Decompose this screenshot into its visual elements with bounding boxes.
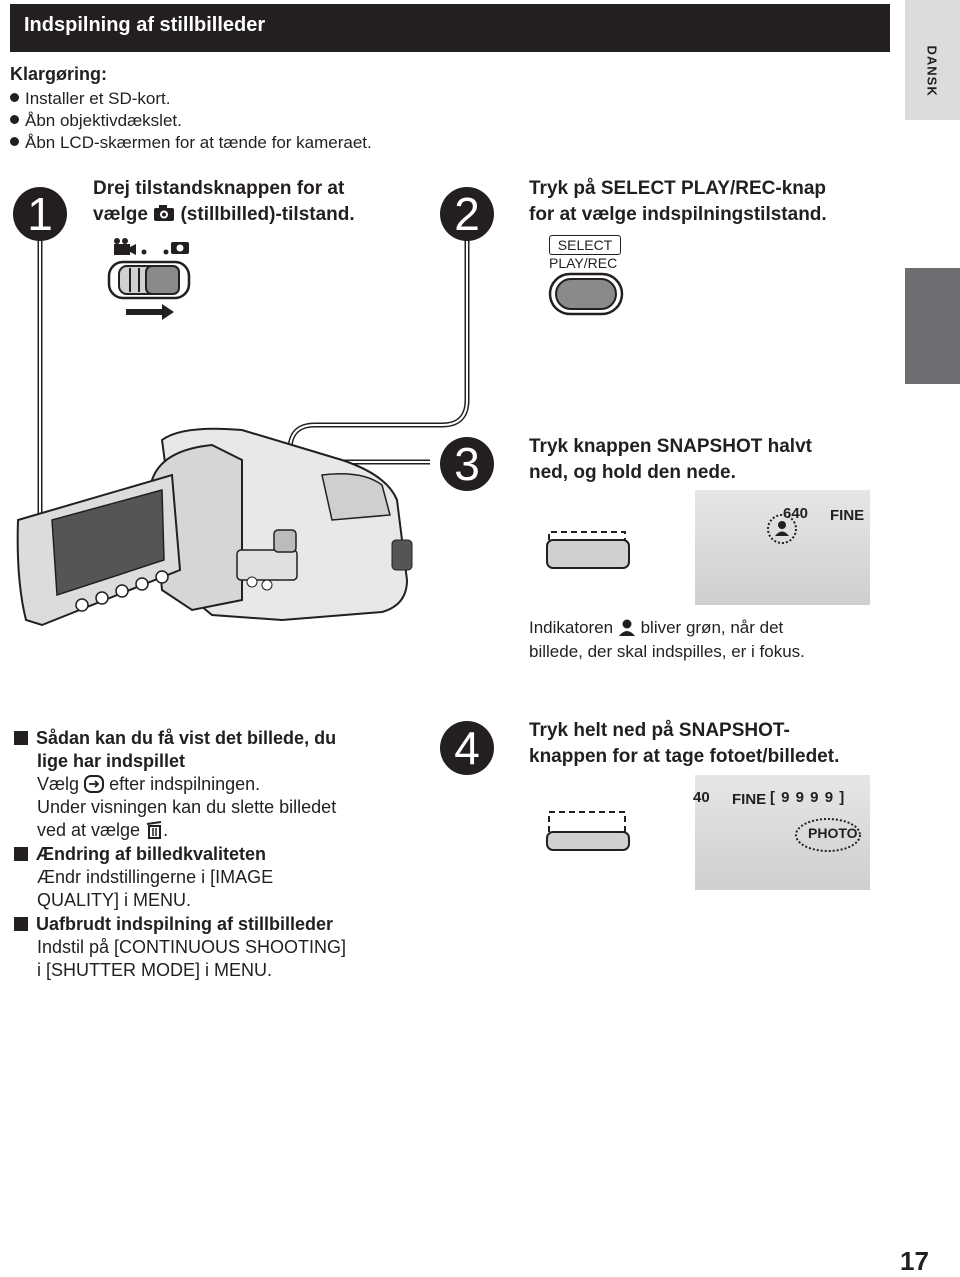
tip-3-heading: Uafbrudt indspilning af stillbilleder [14, 913, 333, 936]
page-title: Indspilning af stillbilleder [24, 14, 266, 36]
step-number: 4 [454, 722, 480, 774]
step-number: 2 [454, 188, 480, 240]
camera-icon [154, 205, 175, 221]
trash-icon [146, 821, 162, 839]
preparation-item: Åbn objektivdækslet. [10, 110, 182, 132]
step-4-text-line2: knappen for at tage fotoet/billedet. [529, 746, 840, 767]
review-icon [84, 775, 105, 793]
tip-1-body-line2: Under visningen kan du slette billedet [37, 797, 337, 817]
page-header [10, 4, 890, 52]
lcd-quality: FINE [830, 507, 865, 524]
tip-2-body-line1: Ændr indstillingerne i [IMAGE [37, 867, 274, 887]
tip-1-body-line3: ved at vælge . [37, 820, 169, 840]
preparation-item: Installer et SD-kort. [10, 88, 171, 110]
lcd-display-step3 [695, 490, 870, 605]
step-2-text-line2: for at vælge indspilningstilstand. [529, 204, 827, 225]
tip-1-heading-line2: lige har indspillet [37, 751, 186, 771]
camera-small-icon [171, 242, 189, 254]
tip-3-body-line1: Indstil på [CONTINUOUS SHOOTING] [37, 937, 347, 957]
tip-2-body-line2: QUALITY] i MENU. [37, 890, 192, 910]
snapshot-full-press-illustration [546, 811, 630, 851]
step-number-badge [440, 437, 494, 491]
step-2-text-line1: Tryk på SELECT PLAY/REC-knap [529, 178, 827, 199]
step-1-text-line2: vælge (stillbilled)-tilstand. [93, 204, 355, 225]
photo-indicator-burst [795, 818, 861, 852]
step-number: 1 [27, 188, 53, 240]
video-camera-icon [114, 238, 136, 255]
lcd-display-step4 [695, 775, 870, 890]
lcd-quality: FINE [732, 791, 767, 808]
tip-1-heading: Sådan kan du få vist det billede, du [14, 727, 336, 750]
step-3-note-line2: billede, der skal indspilles, er i fokus… [529, 642, 805, 661]
lcd-photo-label: PHOTO [808, 825, 858, 841]
step-3-text-line2: ned, og hold den nede. [529, 462, 736, 483]
select-playrec-button-illustration [548, 272, 624, 316]
step-4-text-line1: Tryk helt ned på SNAPSHOT- [529, 720, 790, 741]
select-button-label: SELECT [549, 235, 621, 255]
step-number-badge [13, 187, 67, 241]
step-1-text-line1: Drej tilstandsknappen for at [93, 178, 345, 199]
section-marker [905, 268, 960, 384]
mode-switch-illustration [107, 238, 191, 320]
preparation-heading: Klargøring: [10, 64, 107, 84]
language-tab [905, 0, 960, 120]
playrec-label: PLAY/REC [549, 255, 618, 271]
preparation-item: Åbn LCD-skærmen for at tænde for kamerae… [10, 132, 372, 154]
tip-1-body-line1: Vælg efter indspilningen. [37, 774, 261, 794]
person-focus-icon [767, 514, 797, 544]
tip-2-heading: Ændring af billedkvaliteten [14, 843, 266, 866]
camcorder-illustration [16, 427, 413, 627]
page-number: 17 [900, 1246, 929, 1276]
lcd-image-size: 40 [693, 789, 710, 806]
step-number-badge [440, 187, 494, 241]
person-focus-icon [618, 619, 635, 636]
lcd-remaining-shots: [ 9 9 9 9 ] [770, 789, 846, 806]
step-3-note-line1: Indikatoren bliver grøn, når det [529, 618, 784, 637]
snapshot-half-press-illustration [546, 531, 630, 569]
step-number-badge [440, 721, 494, 775]
step-3-text-line1: Tryk knappen SNAPSHOT halvt [529, 436, 812, 457]
tip-3-body-line2: i [SHUTTER MODE] i MENU. [37, 960, 273, 980]
step-number: 3 [454, 438, 480, 490]
